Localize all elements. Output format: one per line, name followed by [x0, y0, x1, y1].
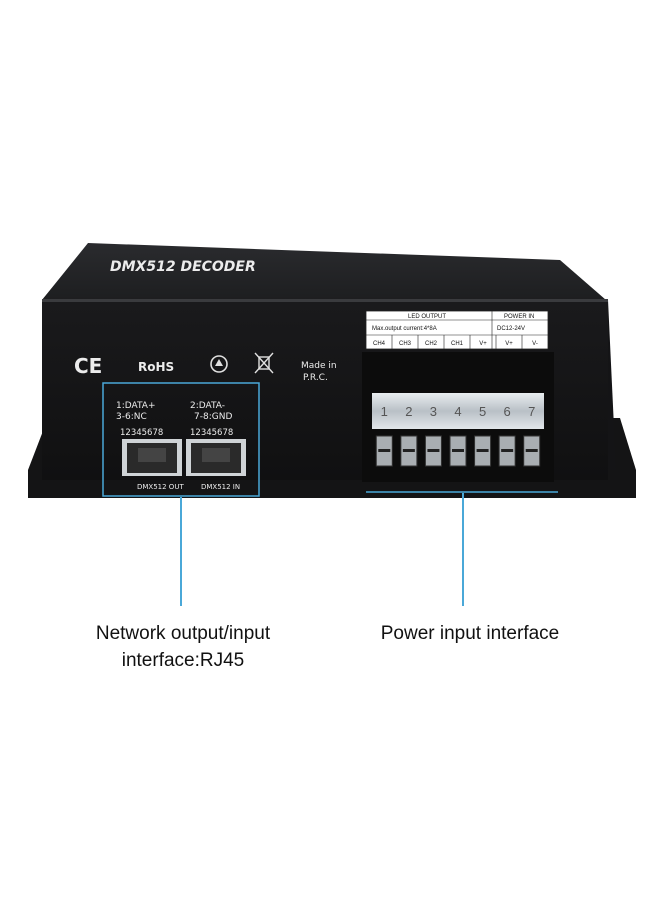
- terminal-number: 7: [528, 404, 535, 419]
- network-caption-line2: interface:RJ45: [121, 650, 245, 671]
- terminal-number: 4: [454, 404, 461, 419]
- ce-mark: CE: [74, 354, 102, 378]
- rj45-highlight-box: [102, 382, 260, 497]
- device-title: DMX512 DECODER: [110, 259, 256, 275]
- screw-slot: [476, 449, 489, 452]
- screw-slot: [452, 449, 464, 452]
- channel-label: V+: [505, 341, 513, 347]
- port-out-label: DMX512 OUT: [137, 483, 184, 491]
- terminal-number: 6: [504, 404, 511, 419]
- channel-label: V-: [532, 341, 538, 347]
- channel-label: CH1: [451, 341, 464, 347]
- screw-slot: [525, 449, 538, 452]
- pin-1-label: 1:DATA+: [116, 401, 156, 411]
- screw-slot: [378, 449, 391, 452]
- rj45-port-area: 1:DATA+ 3-6:NC 2:DATA- 7-8:GND 12345678 …: [116, 401, 246, 491]
- terminal-number: 3: [430, 404, 437, 419]
- terminal-label-panel: LED OUTPUT POWER IN Max.output current:4…: [365, 310, 549, 350]
- channel-label: V+: [479, 341, 487, 347]
- pin-numbers-out: 12345678: [120, 428, 163, 438]
- led-output-header: LED OUTPUT: [408, 314, 446, 320]
- rj45-port-out: [122, 439, 182, 476]
- pin-2-label: 2:DATA-: [190, 401, 225, 411]
- voltage-label: DC12-24V: [497, 326, 525, 332]
- made-in-line1: Made in: [301, 361, 337, 371]
- terminal-block: 1 2 3 4 5 6 7: [362, 352, 554, 482]
- screw-slot: [427, 449, 440, 452]
- terminal-number: 5: [479, 404, 486, 419]
- channel-label: CH3: [399, 341, 412, 347]
- weee-bin-icon: [254, 352, 274, 374]
- terminal-number: 1: [381, 404, 388, 419]
- device-top: [42, 243, 606, 300]
- recycle-icon: [210, 355, 228, 373]
- port-in-label: DMX512 IN: [201, 483, 240, 491]
- max-current-label: Max.output current:4*8A: [372, 326, 437, 332]
- screw-slot: [501, 449, 514, 452]
- device-edge-highlight: [42, 299, 608, 302]
- network-caption-line1: Network output/input: [95, 623, 271, 644]
- channel-label: CH4: [373, 341, 386, 347]
- pin-3-label: 3-6:NC: [116, 412, 147, 422]
- pin-numbers-in: 12345678: [190, 428, 233, 438]
- rj45-port-in: [186, 439, 246, 476]
- power-in-header: POWER IN: [504, 314, 534, 320]
- pin-7-label: 7-8:GND: [194, 412, 232, 422]
- rohs-mark: RoHS: [138, 360, 174, 374]
- power-caption: Power input interface: [380, 623, 560, 644]
- screw-slot: [402, 449, 415, 452]
- made-in-line2: P.R.C.: [303, 373, 328, 383]
- terminal-number: 2: [405, 404, 412, 419]
- channel-label: CH2: [425, 341, 438, 347]
- network-caption: Network output/input interface:RJ45: [70, 620, 296, 674]
